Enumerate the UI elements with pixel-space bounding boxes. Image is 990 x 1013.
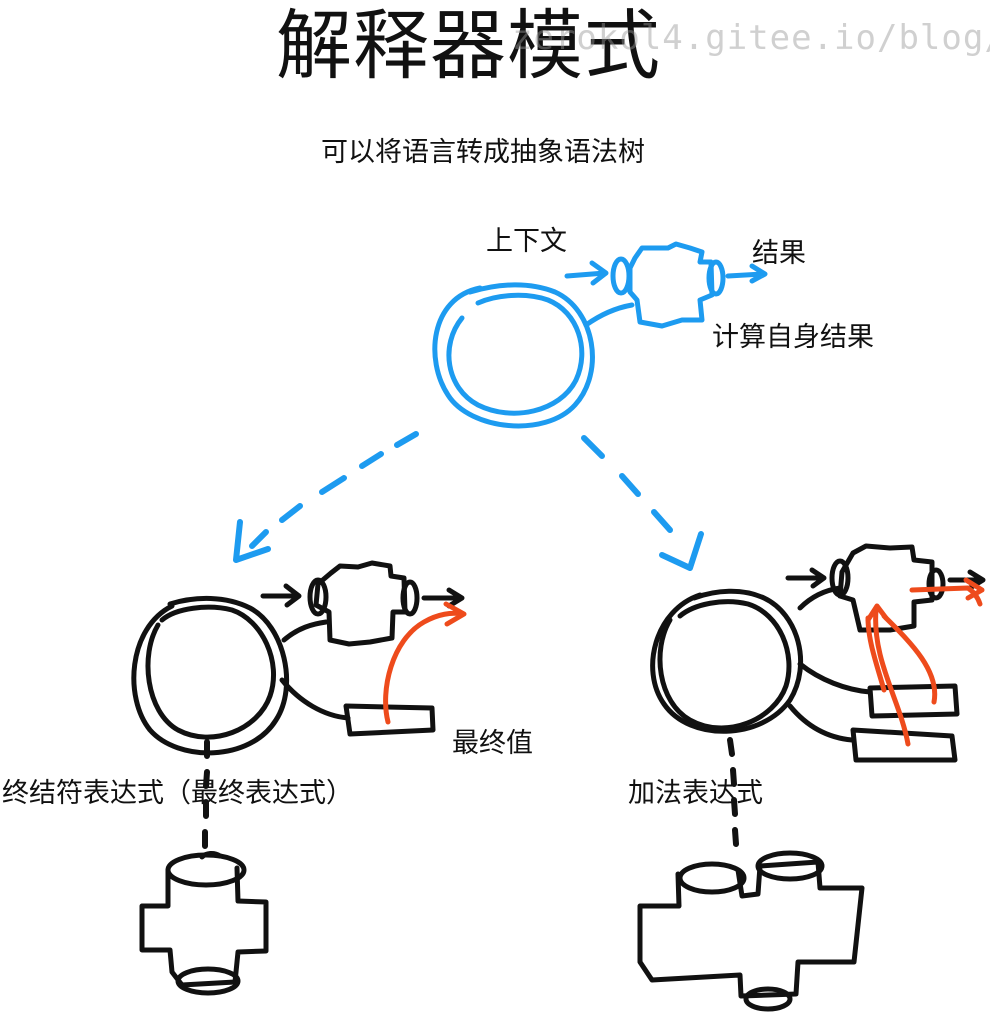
root-connector bbox=[583, 302, 635, 328]
add-leaf-bottom-cap bbox=[743, 986, 793, 1012]
terminal-final-value-arrow bbox=[383, 601, 467, 725]
label-terminal-expression: 终结符表达式（最终表达式） bbox=[2, 778, 353, 809]
add-circle-outer bbox=[650, 588, 804, 734]
add-connector-top bbox=[797, 585, 843, 611]
root-processor-body bbox=[627, 241, 715, 329]
add-operand-box-2 bbox=[850, 727, 958, 763]
add-circle-inner bbox=[657, 599, 792, 731]
root-processor-output-cap bbox=[706, 259, 726, 297]
root-processor-input-cap bbox=[610, 256, 632, 296]
root-input-arrow bbox=[564, 260, 609, 286]
terminal-connector-top bbox=[281, 619, 329, 643]
add-dashed-link bbox=[727, 737, 739, 847]
root-circle-inner bbox=[446, 292, 585, 416]
add-red-output-arrow bbox=[909, 577, 985, 607]
root-branch-left bbox=[249, 431, 419, 549]
terminal-output-arrow bbox=[421, 587, 465, 609]
add-expression-node bbox=[637, 543, 986, 1012]
root-branch-right-arrowhead bbox=[659, 531, 704, 571]
terminal-circle-outer bbox=[131, 595, 290, 756]
terminal-circle-inner bbox=[145, 604, 277, 740]
root-output-arrow bbox=[725, 263, 768, 284]
add-processor-output-cap bbox=[926, 567, 946, 601]
add-connector-mid bbox=[797, 661, 873, 695]
root-circle-outer bbox=[432, 282, 595, 429]
watermark-text: zerokol4.gitee.io/blog/ bbox=[512, 18, 990, 58]
add-processor-body bbox=[837, 543, 935, 633]
terminal-input-arrow bbox=[260, 583, 302, 608]
terminal-processor-input-cap bbox=[307, 577, 329, 617]
terminal-expression-node bbox=[131, 560, 465, 996]
add-evaluation-arrows bbox=[865, 577, 985, 747]
terminal-leaf-top-mark bbox=[199, 851, 223, 860]
add-red-arrow-2 bbox=[881, 613, 938, 705]
add-red-arrow-3 bbox=[865, 615, 887, 693]
label-result: 结果 bbox=[752, 238, 806, 269]
root-branch-left-arrowhead bbox=[233, 519, 271, 563]
terminal-dashed-link bbox=[202, 739, 210, 849]
label-compute-self: 计算自身结果 bbox=[712, 322, 874, 353]
terminal-processor-body bbox=[313, 560, 408, 647]
terminal-connector-bottom bbox=[279, 677, 351, 721]
terminal-value-box bbox=[343, 703, 436, 737]
label-final-value: 最终值 bbox=[452, 728, 533, 759]
root-expression-node bbox=[233, 241, 768, 571]
terminal-leaf-bottom-cap bbox=[175, 966, 241, 996]
add-input-arrow bbox=[785, 567, 827, 589]
diagram-title: 解释器模式 bbox=[276, 1, 661, 90]
root-branch-right bbox=[581, 435, 673, 533]
add-connector-bottom bbox=[787, 703, 855, 743]
terminal-processor-output-cap bbox=[400, 579, 420, 617]
add-leaf-right-cap bbox=[755, 850, 825, 882]
add-leaf-left-cap bbox=[677, 861, 747, 895]
label-context: 上下文 bbox=[486, 226, 567, 257]
terminal-leaf-top-cap bbox=[165, 852, 247, 888]
label-add-expression: 加法表达式 bbox=[628, 778, 763, 809]
add-leaf-shape bbox=[637, 859, 865, 999]
add-processor-input-cap bbox=[829, 558, 851, 598]
add-operand-box-1 bbox=[867, 683, 960, 719]
diagram-subtitle: 可以将语言转成抽象语法树 bbox=[321, 137, 645, 168]
